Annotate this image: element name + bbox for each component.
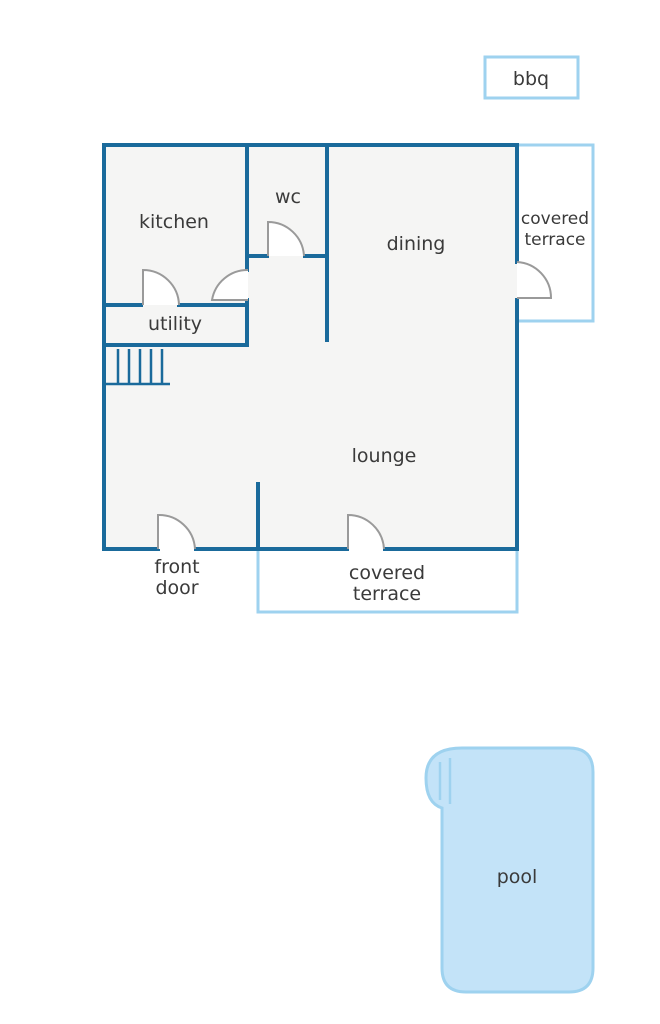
label-covered-terrace-bottom-2: terrace bbox=[353, 583, 421, 605]
kitchen-door[interactable] bbox=[142, 268, 180, 306]
label-wc: wc bbox=[275, 186, 301, 208]
pool-shape bbox=[424, 746, 595, 994]
label-kitchen: kitchen bbox=[139, 211, 209, 233]
bbq-outline bbox=[483, 55, 580, 100]
label-covered-terrace-right-2: terrace bbox=[524, 230, 585, 250]
doors bbox=[142, 220, 553, 550]
label-utility: utility bbox=[148, 313, 202, 335]
pool bbox=[424, 746, 595, 994]
covered-terrace-bottom-outline bbox=[256, 550, 519, 614]
label-front-door-1: front bbox=[154, 556, 199, 578]
label-pool: pool bbox=[497, 866, 538, 888]
label-lounge: lounge bbox=[352, 445, 417, 467]
label-covered-terrace-right-1: covered bbox=[521, 209, 589, 229]
covered-terrace-right-outline bbox=[518, 143, 595, 323]
interior-walls bbox=[104, 145, 329, 550]
label-front-door-2: door bbox=[155, 577, 198, 599]
front-door[interactable] bbox=[157, 513, 196, 550]
stairs bbox=[106, 349, 170, 386]
terrace-right-door[interactable] bbox=[516, 261, 553, 299]
wc-door[interactable] bbox=[267, 220, 305, 257]
label-bbq: bbq bbox=[513, 68, 549, 90]
outer-walls bbox=[102, 143, 519, 551]
hall-door[interactable] bbox=[210, 268, 249, 301]
label-covered-terrace-bottom-1: covered bbox=[349, 562, 425, 584]
label-dining: dining bbox=[387, 233, 446, 255]
lounge-terrace-door[interactable] bbox=[347, 513, 385, 550]
